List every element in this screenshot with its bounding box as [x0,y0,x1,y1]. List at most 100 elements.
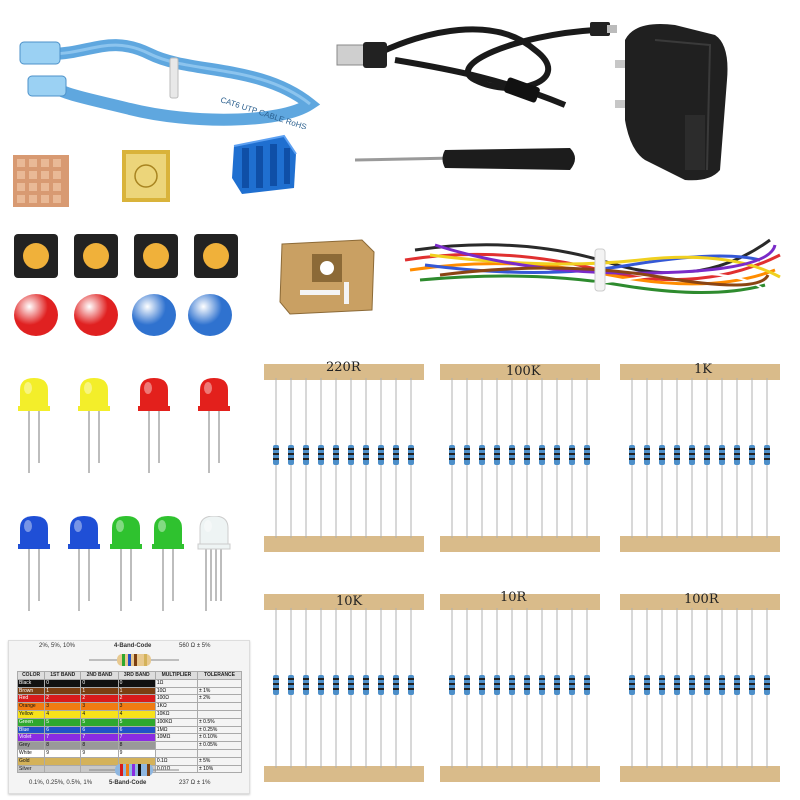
table-cell: 7 [44,733,82,743]
power-adapter [615,20,735,185]
ethernet-cable: CAT6 UTP CABLE RoHS [10,14,330,129]
table-header: MULTIPLIER [154,671,199,680]
table-cell: Silver [16,764,46,774]
table-header: 2ND BAND [80,671,119,680]
copper-heatsink [13,155,73,210]
table-cell [154,748,199,758]
table-cell [197,678,242,688]
table-cell: 6 [44,725,82,735]
led [16,516,52,631]
led-row-bottom [12,512,237,632]
tactile-button [74,234,118,278]
table-cell: 100KΩ [154,717,199,727]
resistor-strip: 100R [620,590,780,782]
table-cell: Green [16,717,46,727]
resistor-value-label: 100R [684,592,719,607]
bottom-tolerances: 0.1%, 0.25%, 0.5%, 1% [29,780,93,786]
table-cell: 1 [44,686,82,696]
table-cell: 5 [117,717,156,727]
led [66,516,102,631]
led-row-top [12,372,237,482]
top-example: 560 Ω ± 5% [179,643,211,649]
bottom-band-title: 5-Band-Code [109,780,147,786]
led [16,378,52,493]
table-cell: 9 [44,748,82,758]
table-cell: 3 [80,702,119,711]
blue-heatsink [228,128,300,198]
button-cap-row [12,292,242,342]
table-cell: 1Ω [154,678,199,688]
table-cell: Blue [16,725,46,735]
table-cell: Yellow [16,709,46,719]
table-cell [197,702,242,711]
resistor-diagram-top [89,654,179,666]
table-cell: Black [16,678,46,688]
table-cell: 5 [44,717,82,727]
table-cell [197,748,242,758]
resistor-diagram-bottom [89,764,179,776]
table-cell: Orange [16,702,46,711]
table-cell: 8 [117,741,156,750]
jumper-wire-bundle [400,215,785,315]
table-cell: 0 [80,678,119,688]
resistor-strip: 10K [264,590,424,782]
table-cell: Violet [16,733,46,743]
table-cell: Brown [16,686,46,696]
table-cell: ± 0.10% [197,733,242,743]
table-cell [44,756,82,766]
table-cell: 4 [117,709,156,719]
table-cell: 7 [80,733,119,743]
table-cell: ± 0.05% [197,741,242,750]
button-cap [74,294,118,336]
table-cell: ± 1% [197,686,242,696]
table-cell: 3 [117,702,156,711]
table-cell: 1MΩ [154,725,199,735]
top-tolerances: 2%, 5%, 10% [39,643,76,649]
led [196,378,232,493]
table-cell: White [16,748,46,758]
table-cell: 1KΩ [154,702,199,711]
top-band-title: 4-Band-Code [114,643,152,649]
button-cap [14,294,58,336]
led [136,378,172,493]
resistor-value-label: 10R [500,590,527,605]
table-cell: 10Ω [154,686,199,696]
table-cell [44,764,82,774]
table-cell: 0.01Ω [154,764,199,774]
button-cap [132,294,176,336]
resistor-strip: 100K [440,360,600,552]
table-cell: 0 [117,678,156,688]
table-cell: Gold [16,756,46,766]
table-cell: ± 0.5% [197,717,242,727]
table-cell: 0 [44,678,82,688]
table-cell: 100Ω [154,694,199,704]
table-cell: 10MΩ [154,733,199,743]
table-cell [197,709,242,719]
table-cell: 8 [44,741,82,750]
table-cell: 3 [44,702,82,711]
tactile-button [14,234,58,278]
gold-heatsink [122,150,172,205]
table-cell: 8 [80,741,119,750]
screwdriver [355,140,580,180]
table-cell: 1 [80,686,119,696]
table-header: 3RD BAND [117,671,156,680]
resistor-color-code-card: 2%, 5%, 10% 4-Band-Code 560 Ω ± 5% COLOR… [8,640,250,794]
tactile-button [194,234,238,278]
table-header: TOLERANCE [197,671,242,680]
led [76,378,112,493]
usb-power-cable [335,10,625,115]
resistor-strip: 1K [620,360,780,552]
table-header: 1ST BAND [44,671,82,680]
table-cell [154,741,199,750]
resistor-value-label: 1K [694,362,712,377]
